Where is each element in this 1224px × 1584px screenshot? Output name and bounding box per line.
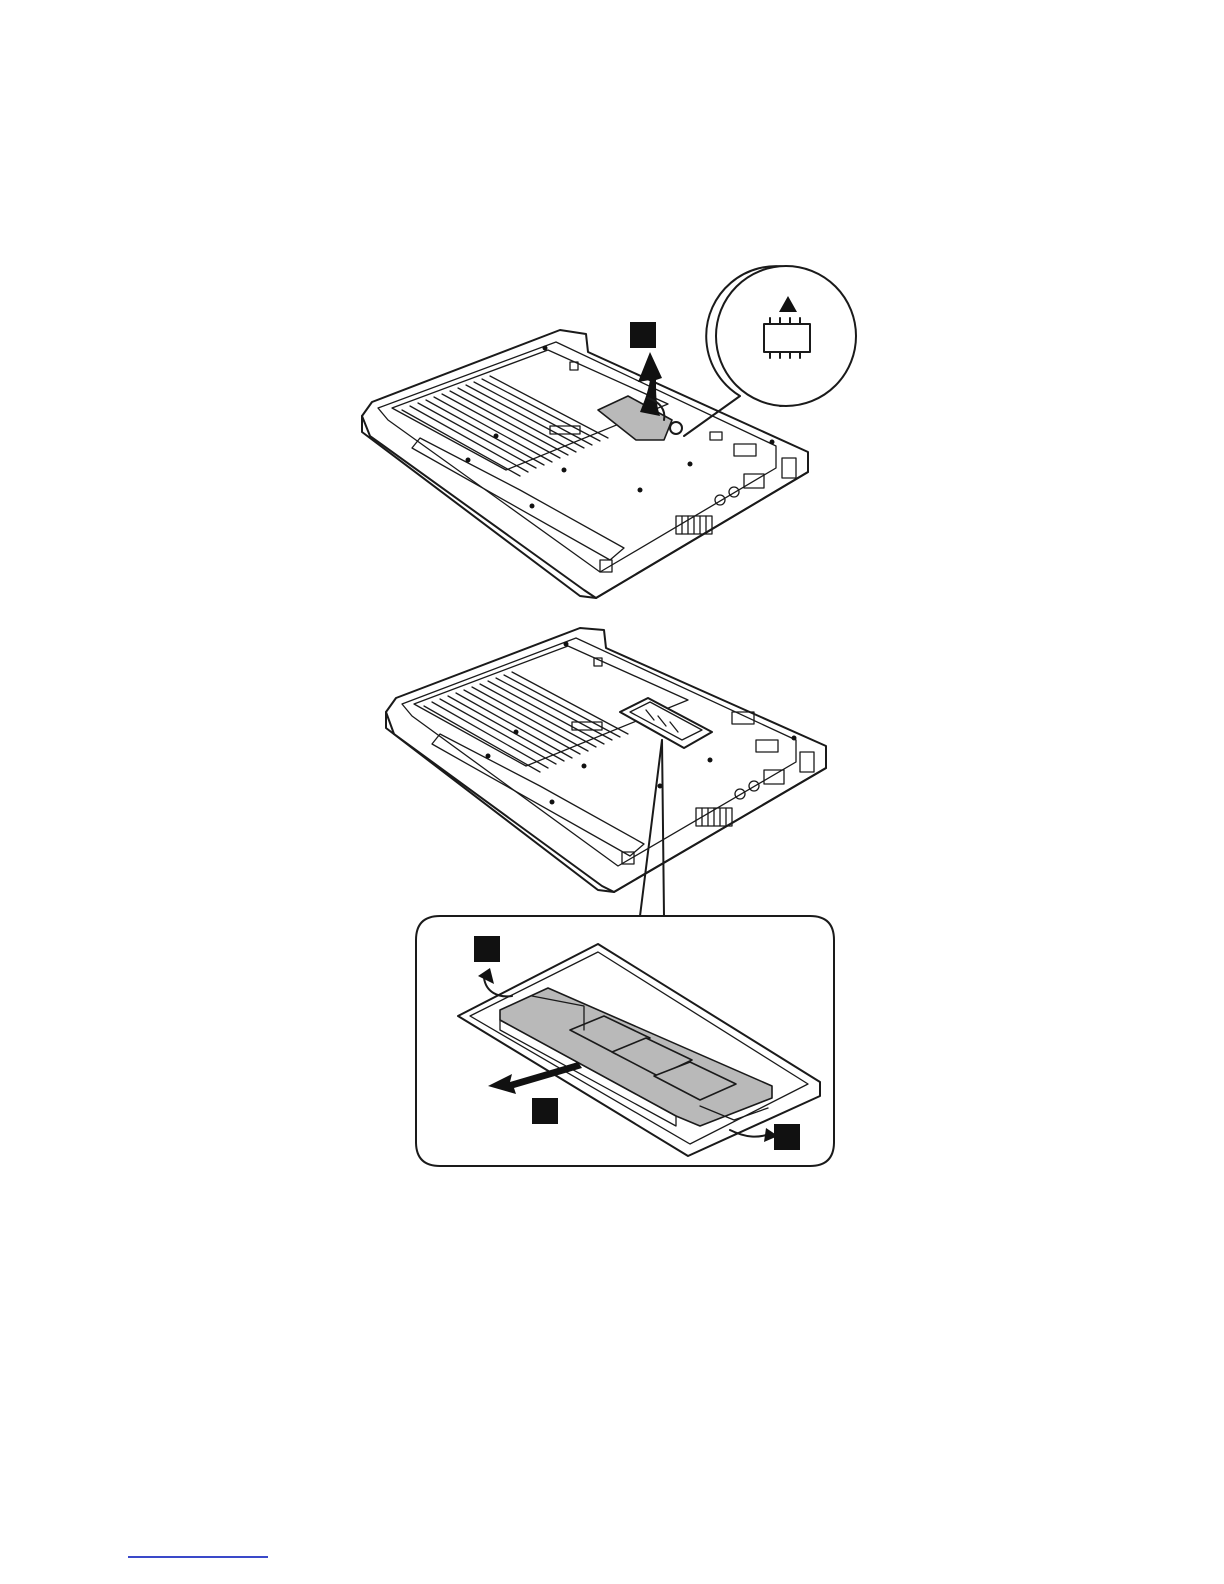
- step-badge-2b: [774, 1124, 800, 1150]
- footer-link-underline[interactable]: [128, 1556, 268, 1558]
- step-badge-2a: [474, 936, 500, 962]
- memory-detail-callout: [416, 916, 834, 1166]
- laptop-open-slot-view: [386, 628, 826, 916]
- laptop-top-view: [362, 266, 856, 598]
- step-badge-1: [630, 322, 656, 348]
- step-badge-3: [532, 1098, 558, 1124]
